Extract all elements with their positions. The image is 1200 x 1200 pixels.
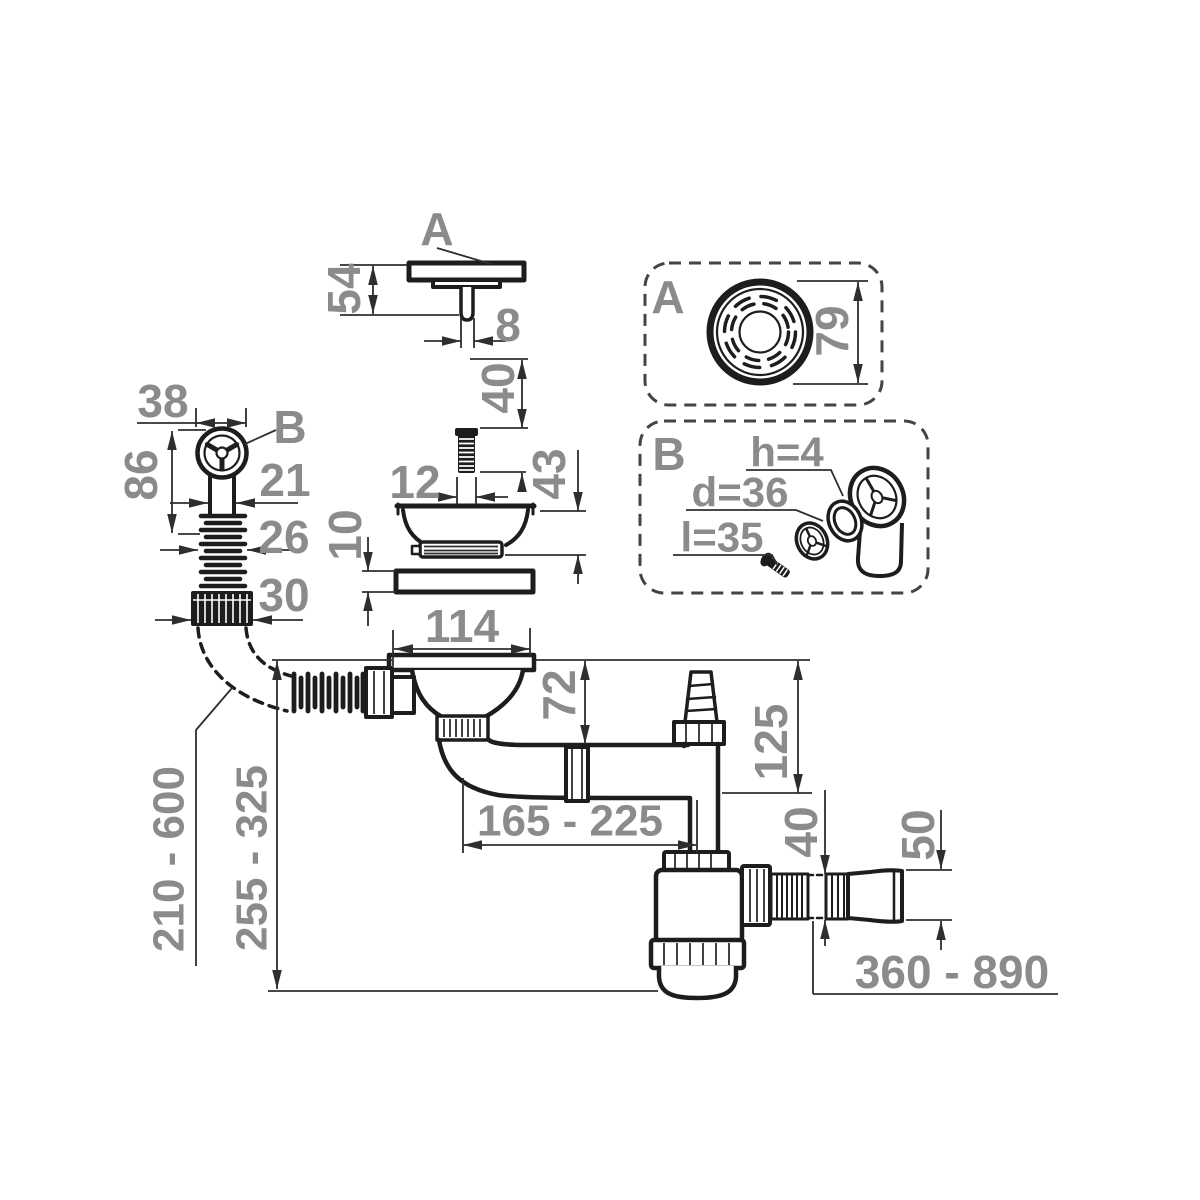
dim-gasket-thickness: 10 [319, 509, 371, 560]
detail-screw [760, 552, 790, 578]
overflow-hose-leader [195, 687, 233, 966]
dim-outlet-diameter: 40 [775, 806, 827, 857]
dim-overflow-bellows: 26 [258, 511, 309, 563]
dim-cap-height: 54 [318, 263, 370, 315]
dim-overflow-height: 86 [115, 449, 167, 500]
outlet-corrugation [769, 872, 810, 921]
detail-box-a [643, 261, 884, 407]
seal-diameter-leader [686, 509, 824, 522]
dim-screw-gap: 40 [472, 362, 524, 413]
siphon-cup [656, 966, 739, 1001]
dim-screw-width: 12 [389, 456, 440, 508]
detail-box-b [638, 419, 930, 595]
drain-cap [406, 260, 527, 322]
outlet-nut [740, 864, 772, 927]
seal-height-leader [746, 469, 844, 497]
overflow-connector [191, 591, 253, 626]
dim-flange-width: 114 [425, 600, 500, 652]
overflow-elbow [847, 465, 907, 578]
dim-outlet-length: 360 - 890 [855, 946, 1049, 998]
dim-branch-height: 125 [745, 704, 797, 781]
fixing-screw [455, 428, 478, 473]
branch-nut [672, 720, 726, 746]
strainer-top-view [706, 278, 814, 386]
dim-overflow-hose-length: 210 - 600 [145, 766, 194, 952]
waste-corrugated-hose [291, 671, 366, 714]
detail-b-label: B [652, 428, 685, 480]
pipe-coupling [564, 745, 590, 803]
dimension-lines [137, 264, 1058, 995]
overflow-callout-leader [244, 429, 277, 445]
dim-outlet-end: 50 [892, 809, 944, 860]
dim-seal-height: h=4 [750, 429, 824, 476]
elbow-pipe [436, 737, 691, 801]
overflow-head [195, 426, 249, 480]
detail-a-label: A [651, 271, 684, 323]
outlet-break [806, 873, 828, 920]
overflow-bellows [198, 513, 248, 589]
screw-length-leader [673, 554, 779, 567]
drain-bowl [409, 669, 526, 742]
siphon-nut-bottom [648, 937, 747, 971]
hose-nut [364, 666, 416, 719]
cap-callout-label: A [420, 203, 453, 255]
dim-overflow-connector: 30 [258, 569, 309, 621]
siphon-body [653, 867, 745, 946]
dim-screw-length: l=35 [681, 514, 764, 561]
cap-callout-leader [436, 247, 492, 265]
dim-overflow-tube: 21 [259, 454, 310, 506]
dim-overflow-head-width: 38 [137, 375, 188, 427]
dim-basket-height: 43 [523, 448, 575, 499]
gasket-ring [826, 499, 864, 543]
overflow-tube [208, 475, 236, 516]
dim-cap-pin: 8 [495, 299, 521, 351]
overflow-hose-dashed [196, 626, 293, 713]
overflow-callout-label: B [273, 401, 306, 453]
branch-pipe [681, 741, 721, 858]
outlet-pipe-end [824, 868, 904, 924]
dim-horizontal-reach: 165 - 225 [477, 797, 663, 846]
dim-seal-diameter: d=36 [692, 469, 789, 516]
strainer-basket [394, 502, 537, 559]
dim-strainer-diameter: 79 [806, 305, 858, 356]
rosette-disc [794, 521, 830, 561]
drain-flange [386, 652, 537, 673]
rubber-gasket [393, 568, 536, 595]
dim-install-height: 255 - 325 [228, 765, 277, 951]
dim-bowl-depth: 72 [533, 669, 585, 720]
dishwasher-spigot [683, 670, 719, 724]
